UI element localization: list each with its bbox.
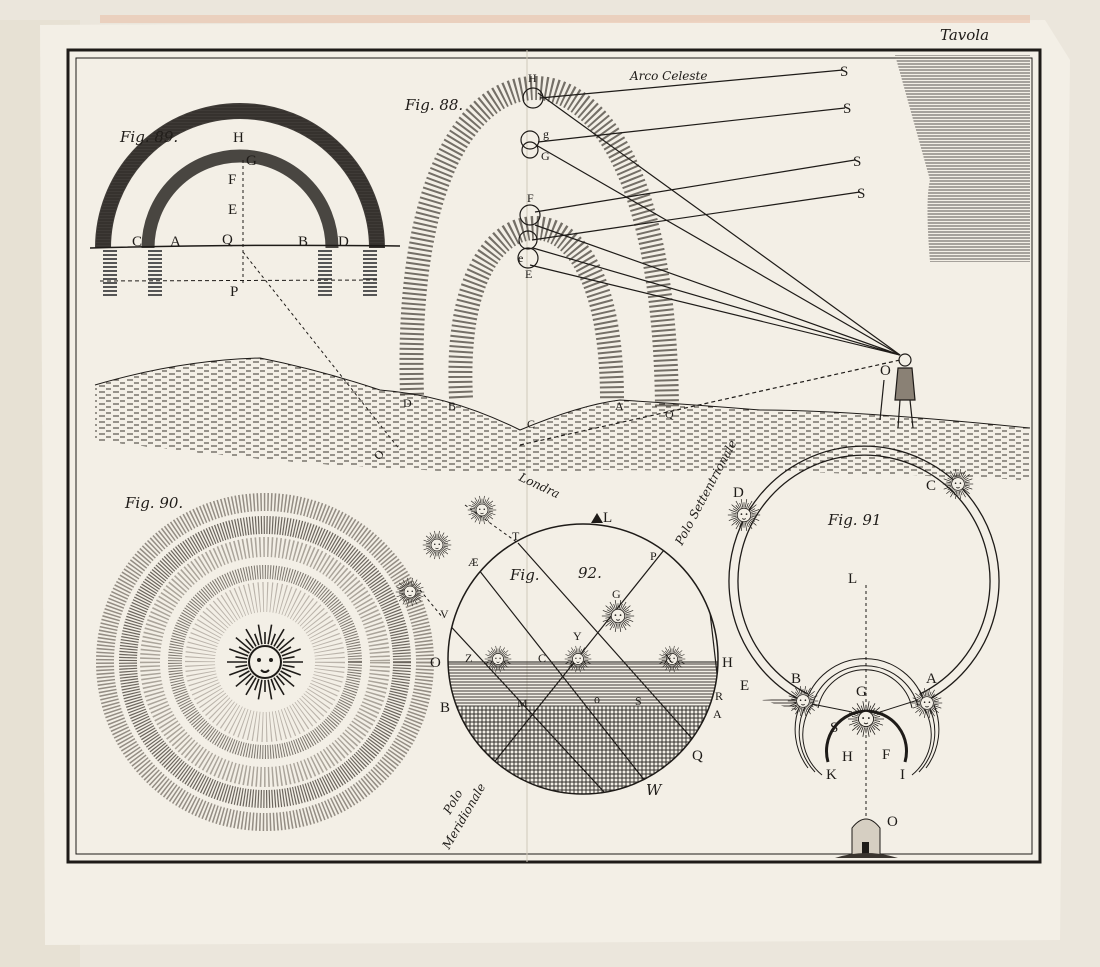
label-A: A xyxy=(926,671,937,687)
label-V: V xyxy=(440,607,449,621)
label-F: F xyxy=(882,747,890,763)
label-M: M xyxy=(517,696,528,710)
label-E: E xyxy=(740,678,749,694)
label-K: K xyxy=(826,767,837,783)
label-AE: Æ xyxy=(468,555,479,569)
label-C: C xyxy=(538,651,546,665)
label-e: e xyxy=(518,251,523,265)
label-A: A xyxy=(615,399,624,413)
plate-title: Tavola xyxy=(940,26,989,44)
label-L: L xyxy=(603,510,612,526)
label-G: G xyxy=(541,149,550,163)
label-D: D xyxy=(338,234,349,250)
label-Q: Q xyxy=(665,407,674,421)
label-H: H xyxy=(233,130,244,146)
arc-celeste-label: Arco Celeste xyxy=(629,69,707,83)
label-G: G xyxy=(246,153,257,169)
label-O: O xyxy=(880,363,891,379)
label-O: O xyxy=(430,655,441,671)
label-G: G xyxy=(856,684,867,700)
label-P: P xyxy=(230,284,238,300)
label-D: D xyxy=(403,396,412,410)
figure-90: Fig. 90. xyxy=(96,493,434,831)
label-S: S xyxy=(853,154,861,170)
fig91-caption: Fig. 91 xyxy=(827,511,881,529)
label-o: o xyxy=(594,692,600,706)
label-Q: Q xyxy=(692,748,703,764)
figure-88: Fig. 88. Arco Celeste H g G F e E S S S xyxy=(94,64,1031,480)
label-H: H xyxy=(842,749,853,765)
label-F: F xyxy=(527,191,534,205)
label-L: L xyxy=(848,571,857,587)
label-F: F xyxy=(228,172,236,188)
observatory-icon xyxy=(835,818,898,858)
label-E: E xyxy=(525,267,532,281)
label-S: S xyxy=(840,64,848,80)
label-S: S xyxy=(830,720,838,736)
label-A: A xyxy=(713,707,722,721)
label-P: P xyxy=(650,549,657,563)
label-H: H xyxy=(722,655,733,671)
label-S: S xyxy=(635,694,642,708)
label-B: B xyxy=(791,671,801,687)
label-H: H xyxy=(528,71,537,85)
label-S: S xyxy=(857,186,865,202)
label-B: B xyxy=(298,234,308,250)
fig90-caption: Fig. 90. xyxy=(124,494,183,512)
plate-frame xyxy=(66,48,1042,864)
label-R: R xyxy=(715,689,723,703)
page xyxy=(40,20,1070,945)
label-W: W xyxy=(646,781,663,799)
label-B: B xyxy=(440,700,450,716)
observer-figure xyxy=(879,353,916,429)
london-marker xyxy=(591,513,603,523)
label-I: I xyxy=(900,767,905,783)
label-C: C xyxy=(926,478,936,494)
fig88-caption: Fig. 88. xyxy=(404,96,463,114)
label-B: B xyxy=(448,399,456,413)
label-D: D xyxy=(733,485,744,501)
fig92-number: 92. xyxy=(578,564,602,582)
fig92-caption: Fig. xyxy=(509,566,540,584)
label-G: G xyxy=(612,587,621,601)
hatched-fragment xyxy=(895,55,1030,262)
label-E: E xyxy=(228,202,237,218)
landscape xyxy=(95,358,1030,480)
label-O: O xyxy=(887,814,898,830)
label-C: C xyxy=(527,417,535,431)
label-Q: Q xyxy=(222,232,233,248)
label-C: C xyxy=(132,234,142,250)
label-g: g xyxy=(543,127,549,141)
figure-91: Fig. 91 D C L E B G A S H F K xyxy=(727,445,1000,858)
label-X: X xyxy=(664,651,673,665)
label-Y: Y xyxy=(573,629,582,643)
figure-89: Fig. 89. H G F E C A Q B D P xyxy=(89,103,401,451)
label-A: A xyxy=(170,234,181,250)
label-T: T xyxy=(512,529,520,543)
label-S: S xyxy=(843,101,851,117)
label-Z: Z xyxy=(465,651,472,665)
